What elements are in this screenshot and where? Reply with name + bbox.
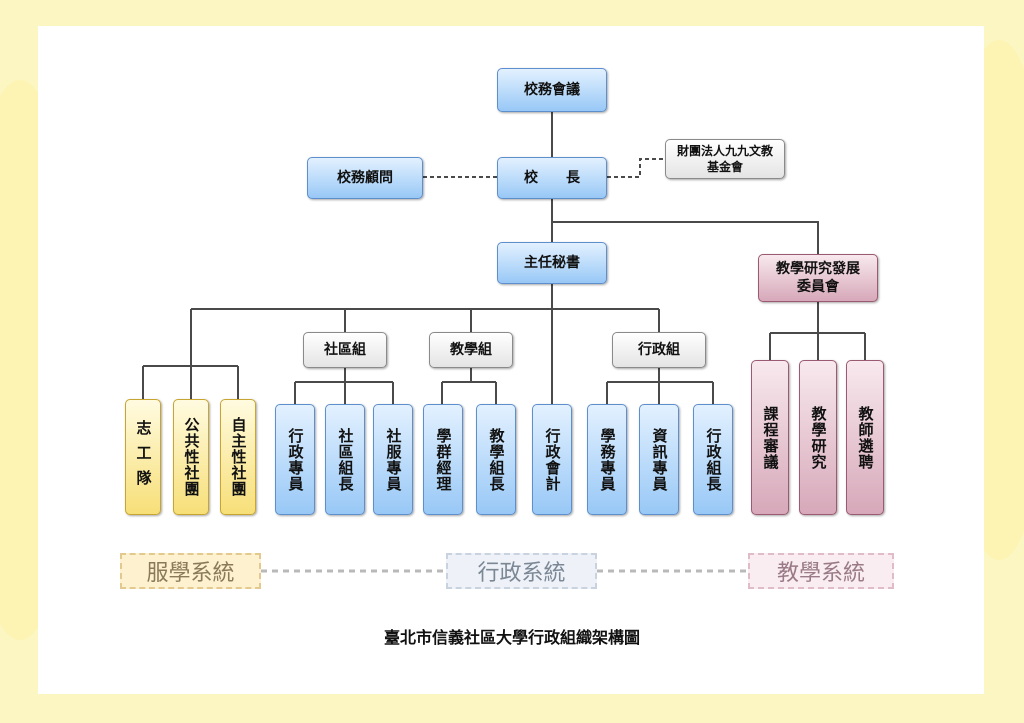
academic-staff-node: 學務專員 xyxy=(587,404,627,515)
council-node: 校務會議 xyxy=(497,68,607,112)
advisor-node: 校務顧問 xyxy=(307,157,423,199)
teaching-system-label: 教學系統 xyxy=(748,553,894,589)
admin-group-node: 行政組 xyxy=(612,332,706,368)
curriculum-review-node: 課程審議 xyxy=(751,360,789,515)
community-group-node: 社區組 xyxy=(303,332,387,368)
teaching-group-node: 教學組 xyxy=(429,332,513,368)
chart-caption: 臺北市信義社區大學行政組織架構圖 xyxy=(383,628,640,647)
it-staff-node: 資訊專員 xyxy=(639,404,679,515)
service-staff-node: 社服專員 xyxy=(373,404,413,515)
teaching-research-node: 教學研究 xyxy=(799,360,837,515)
group-manager-node: 學群經理 xyxy=(423,404,463,515)
principal-node: 校 長 xyxy=(497,157,607,199)
secretary-node: 主任秘書 xyxy=(497,242,607,284)
public-club-node: 公共性社團 xyxy=(173,399,209,515)
committee-node: 教學研究發展 委員會 xyxy=(758,254,878,302)
community-lead-node: 社區組長 xyxy=(325,404,365,515)
service-system-label: 服學系統 xyxy=(120,553,261,589)
teaching-lead-node: 教學組長 xyxy=(476,404,516,515)
foundation-node: 財團法人九九文教 基金會 xyxy=(665,139,785,179)
admin-lead-node: 行政組長 xyxy=(693,404,733,515)
admin-staff-node: 行政專員 xyxy=(275,404,315,515)
admin-system-label: 行政系統 xyxy=(446,553,597,589)
accounting-node: 行政會計 xyxy=(532,404,572,515)
volunteer-node: 志工隊 xyxy=(125,399,161,515)
self-club-node: 自主性社團 xyxy=(220,399,256,515)
teacher-hiring-node: 教師遴聘 xyxy=(846,360,884,515)
